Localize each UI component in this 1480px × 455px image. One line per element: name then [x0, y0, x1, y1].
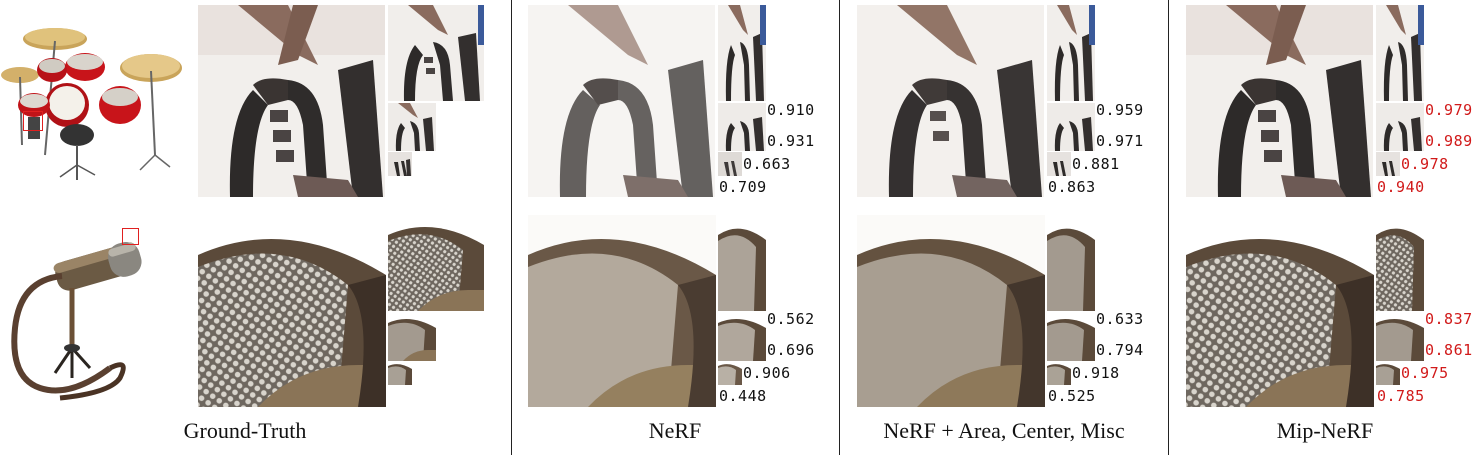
nerf-amc-mic-crop-mid [1047, 215, 1095, 311]
mip-mic-score-2: 0.861 [1425, 341, 1473, 359]
drums-zoom-region-box [23, 111, 43, 131]
nerf-drums-score-1: 0.910 [767, 101, 815, 119]
mip-mic-score-3: 0.975 [1401, 364, 1449, 382]
nerf-drums-crop-mid [718, 5, 766, 101]
gt-mic-crop-tiny [388, 361, 412, 385]
gt-drums-crop-small [388, 103, 436, 151]
nerf-drums-score-4: 0.709 [719, 178, 767, 196]
gt-mic-crop-mid [388, 215, 484, 311]
nerf-amc-mic-score-3: 0.918 [1072, 364, 1120, 382]
nerf-mic-score-2: 0.696 [767, 341, 815, 359]
column-separator-1 [511, 0, 512, 455]
mip-drums-crop-tiny [1376, 152, 1400, 176]
nerf-mic-crop-large [528, 215, 716, 407]
drums-scene-thumbnail [1, 28, 182, 180]
nerf-amc-mic-crop-tiny [1047, 361, 1071, 385]
gt-mic-crop-large [198, 215, 386, 407]
nerf-amc-mic-score-4: 0.525 [1048, 387, 1096, 405]
mip-drums-crop-small [1376, 103, 1424, 151]
nerf-amc-drums-crop-small [1047, 103, 1095, 151]
gt-mic-crop-small [388, 313, 436, 361]
nerf-mic-crop-small [718, 313, 766, 361]
nerf-amc-drums-score-4: 0.863 [1048, 178, 1096, 196]
nerf-amc-drums-score-2: 0.971 [1096, 132, 1144, 150]
nerf-amc-mic-score-2: 0.794 [1096, 341, 1144, 359]
gt-drums-crop-mid [388, 5, 484, 101]
nerf-amc-drums-score-1: 0.959 [1096, 101, 1144, 119]
caption-nerf-area-center-misc: NeRF + Area, Center, Misc [883, 418, 1125, 443]
nerf-mic-crop-mid [718, 215, 766, 311]
gt-drums-crop-large [198, 5, 385, 197]
caption-ground-truth: Ground-Truth [183, 418, 307, 443]
nerf-drums-crop-large [528, 5, 715, 197]
mip-drums-score-3: 0.978 [1401, 155, 1449, 173]
nerf-mic-crop-tiny [718, 361, 742, 385]
nerf-amc-mic-crop-small [1047, 313, 1095, 361]
nerf-drums-score-3: 0.663 [743, 155, 791, 173]
mip-drums-score-4: 0.940 [1377, 178, 1425, 196]
nerf-mic-score-4: 0.448 [719, 387, 767, 405]
mip-drums-score-1: 0.979 [1425, 101, 1473, 119]
nerf-mic-score-1: 0.562 [767, 310, 815, 328]
nerf-drums-score-2: 0.931 [767, 132, 815, 150]
nerf-mic-score-3: 0.906 [743, 364, 791, 382]
caption-nerf: NeRF [648, 418, 702, 443]
mip-mic-crop-small [1376, 313, 1424, 361]
column-separator-3 [1168, 0, 1169, 455]
mip-drums-crop-large [1186, 5, 1373, 197]
column-separator-2 [839, 0, 840, 455]
gt-drums-crop-tiny [388, 152, 412, 176]
mip-drums-crop-mid [1376, 5, 1424, 101]
caption-mip-nerf: Mip-NeRF [1276, 418, 1374, 443]
mip-mic-crop-large [1186, 215, 1374, 407]
mip-mic-crop-mid [1376, 215, 1424, 311]
nerf-amc-drums-crop-mid [1047, 5, 1095, 101]
nerf-amc-drums-crop-large [857, 5, 1044, 197]
nerf-drums-crop-small [718, 103, 766, 151]
nerf-drums-crop-tiny [718, 152, 742, 176]
mic-zoom-region-box [122, 228, 139, 245]
mic-scene-thumbnail [11, 242, 142, 401]
nerf-amc-mic-score-1: 0.633 [1096, 310, 1144, 328]
nerf-amc-drums-score-3: 0.881 [1072, 155, 1120, 173]
nerf-amc-mic-crop-large [857, 215, 1045, 407]
mip-mic-crop-tiny [1376, 361, 1400, 385]
mip-mic-score-4: 0.785 [1377, 387, 1425, 405]
mip-mic-score-1: 0.837 [1425, 310, 1473, 328]
mip-drums-score-2: 0.989 [1425, 132, 1473, 150]
nerf-amc-drums-crop-tiny [1047, 152, 1071, 176]
